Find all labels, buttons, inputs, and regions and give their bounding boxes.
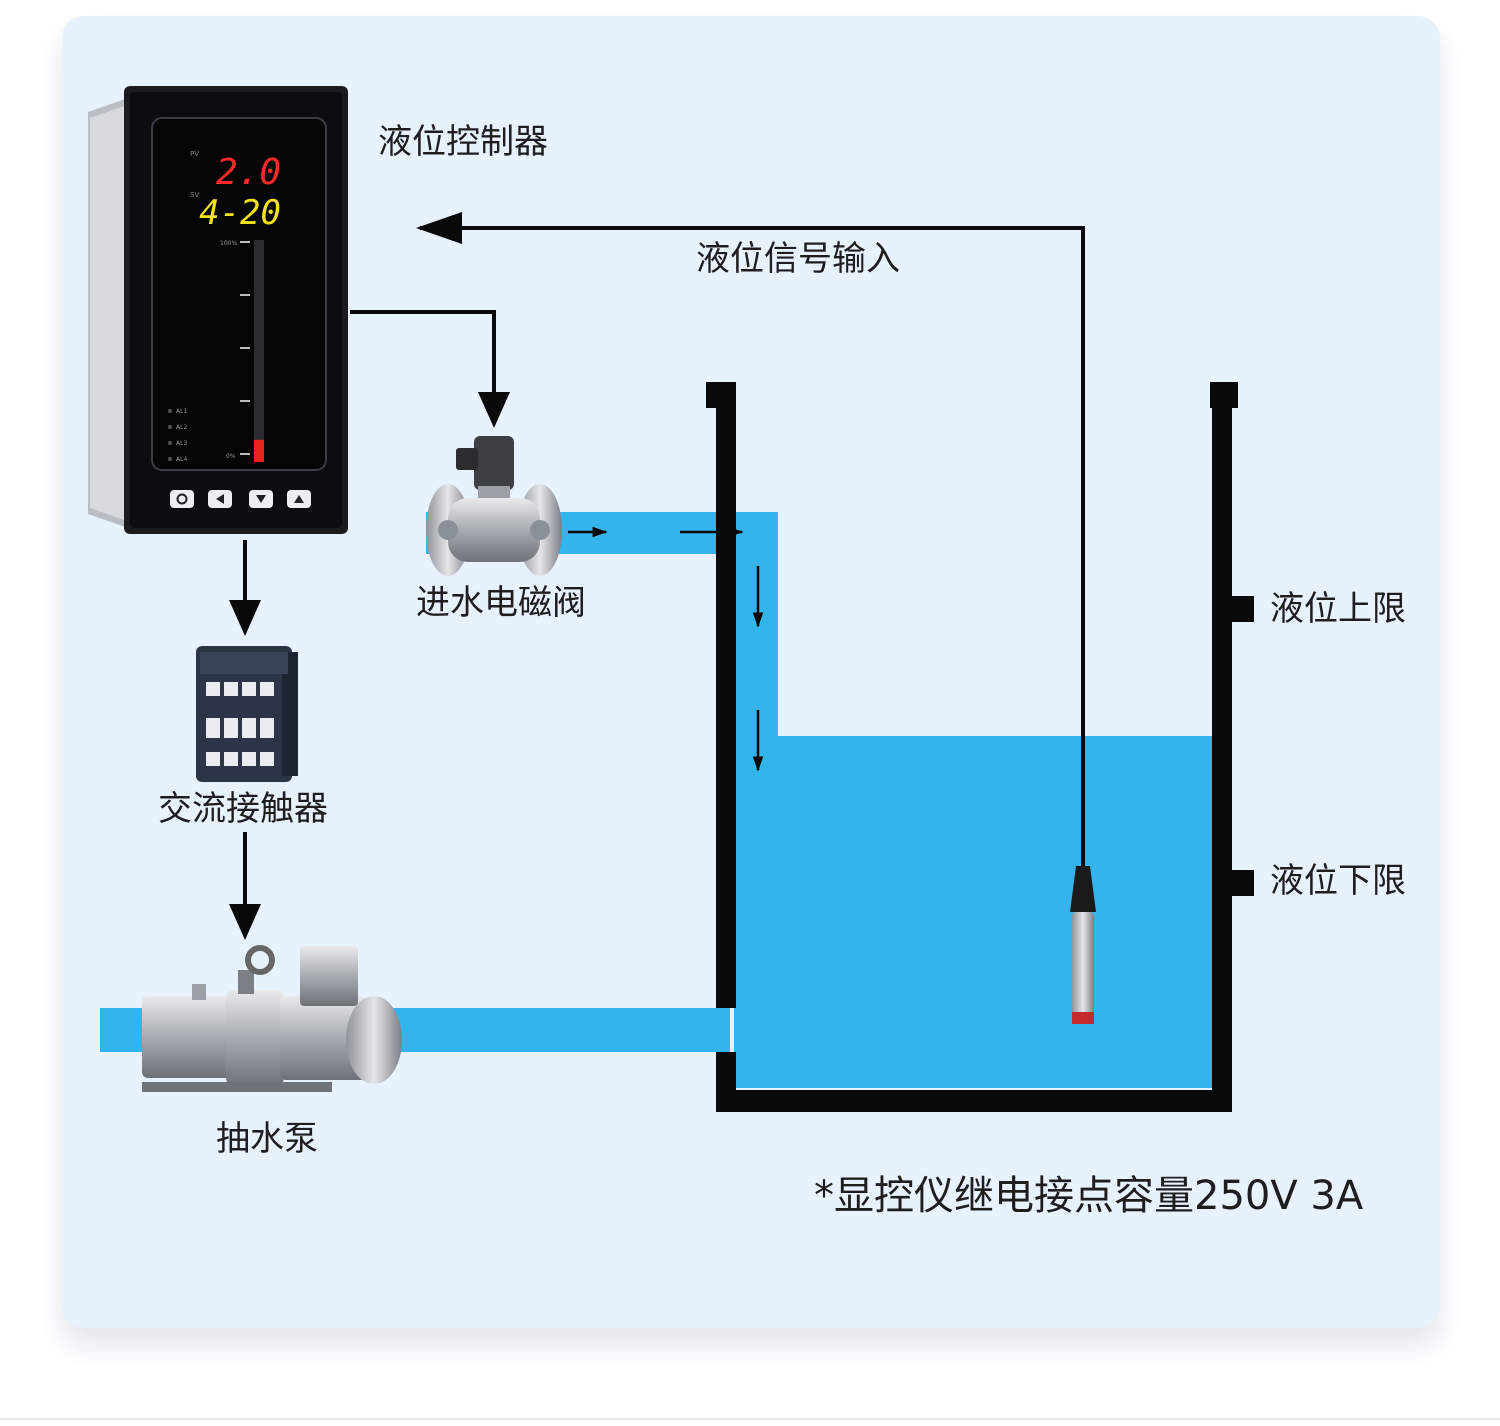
contactor-arrowhead: [229, 600, 261, 636]
alarm-label-4: AL4: [176, 456, 187, 463]
relay-capacity-note: *显控仪继电接点容量250V 3A: [814, 1173, 1364, 1219]
water-pump: [142, 945, 402, 1092]
bargraph-fill: [254, 439, 264, 462]
alarm-label-1: AL1: [176, 408, 187, 415]
tank-left-cap: [706, 382, 736, 408]
inlet-channel: [734, 512, 778, 742]
signal-input-label: 液位信号输入: [696, 239, 900, 279]
upper-limit-label: 液位上限: [1270, 589, 1406, 629]
contactor-label: 交流接触器: [158, 789, 328, 829]
inlet-solenoid-valve: [426, 436, 562, 576]
tank-bottom: [716, 1090, 1232, 1112]
tank-right-cap: [1210, 382, 1238, 408]
inlet-valve-label: 进水电磁阀: [416, 583, 586, 623]
sv-label: SV: [190, 191, 199, 199]
alarm-label-3: AL3: [176, 440, 187, 447]
scale-top-label: 100%: [220, 240, 237, 247]
level-controller-device: PV 2.0 SV 4-20 100% 0% AL1 AL2 AL3 AL4: [88, 86, 348, 534]
pump-arrowhead: [229, 904, 261, 940]
pump-label: 抽水泵: [216, 1119, 318, 1159]
sv-value: 4-20: [199, 193, 281, 233]
tank-water: [734, 736, 1212, 1088]
pv-label: PV: [190, 150, 199, 158]
valve-arrowhead: [478, 392, 510, 428]
bargraph-track: [254, 240, 264, 462]
upper-limit-marker: [1230, 596, 1254, 622]
scale-bottom-label: 0%: [226, 453, 236, 460]
controller-label: 液位控制器: [378, 122, 548, 162]
lower-limit-marker: [1230, 870, 1254, 896]
signal-line: [420, 226, 1085, 868]
tank-right-wall: [1212, 382, 1232, 1112]
pv-value: 2.0: [216, 152, 281, 193]
valve-control-line: [350, 310, 496, 392]
signal-arrowhead: [416, 212, 462, 244]
level-sensor-probe: [1070, 866, 1096, 1024]
alarm-label-2: AL2: [176, 424, 187, 431]
controller-buttons: [170, 490, 311, 508]
set-button[interactable]: [170, 490, 194, 508]
tank-left-wall: [716, 382, 736, 1008]
lower-limit-label: 液位下限: [1270, 861, 1406, 901]
bottom-divider: [0, 1418, 1500, 1420]
ac-contactor: [196, 646, 298, 782]
